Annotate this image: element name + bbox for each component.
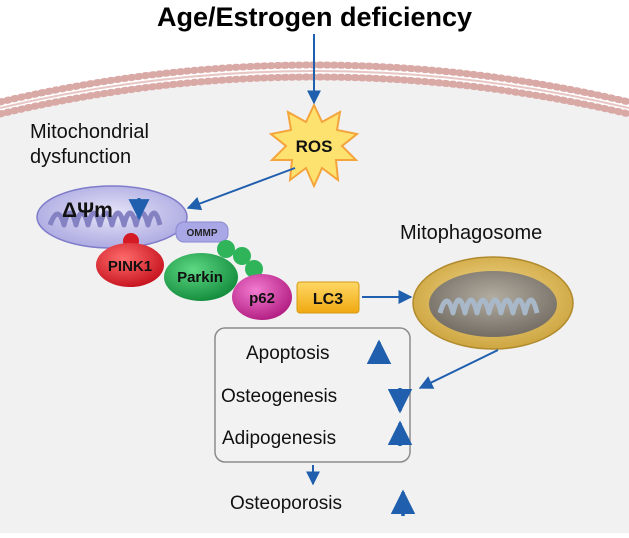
outcome-osteogenesis: Osteogenesis [221, 386, 338, 407]
parkin-protein [164, 253, 238, 301]
lc3-label: LC3 [313, 291, 343, 308]
mitochondrial-dysfunction-line1: Mitochondrial [30, 121, 149, 143]
pink1-label: PINK1 [108, 258, 152, 275]
ubiquitin-2 [233, 247, 251, 265]
outcome-apoptosis: Apoptosis [246, 343, 330, 364]
lc3-box [296, 281, 360, 314]
pink1-protein [96, 243, 164, 287]
ubiquitin-1 [217, 240, 235, 258]
arrow-ros-to-mitochondrion [186, 167, 296, 211]
p62-protein [232, 274, 292, 320]
mitophagosome-cristae [437, 297, 540, 316]
mitochondrial-dysfunction-line2: dysfunction [30, 146, 132, 168]
mitochondrial-dysfunction-label: Mitochondrial dysfunction [30, 120, 149, 170]
final-outcome-osteoporosis: Osteoporosis [230, 493, 342, 514]
ommp-box [175, 221, 229, 243]
p62-label: p62 [249, 290, 275, 307]
ros-label: ROS [296, 137, 333, 156]
diagram-title: Age/Estrogen deficiency [156, 2, 473, 32]
membrane-potential-label: ΔΨm [62, 199, 113, 222]
arrow-mitophagosome-to-outcomes [418, 349, 499, 389]
ommp-label: OMMP [186, 228, 217, 239]
parkin-label: Parkin [177, 269, 223, 286]
ubiquitin-3 [245, 260, 263, 278]
ros-burst [268, 102, 360, 189]
mitophagosome-label: Mitophagosome [400, 222, 543, 244]
outcome-adipogenesis: Adipogenesis [222, 428, 337, 449]
